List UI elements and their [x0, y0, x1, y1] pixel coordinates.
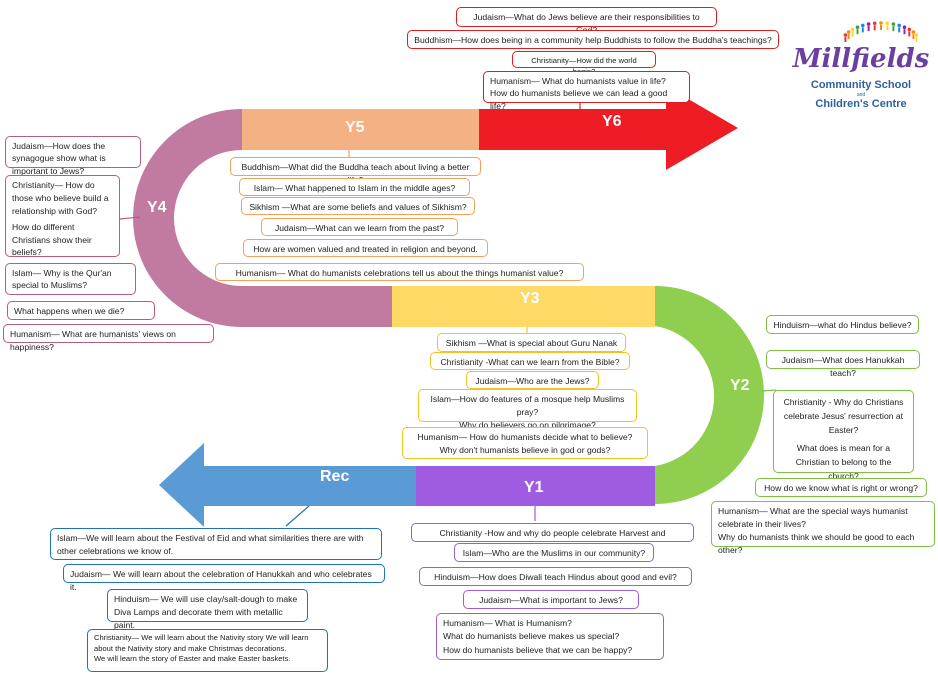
y5-sikhism-box: Sikhism —What are some beliefs and value…: [241, 197, 475, 215]
y2-label: Y2: [730, 377, 750, 394]
y1-hinduism-box: Hinduism—How does Diwali teach Hindus ab…: [419, 567, 692, 586]
y2-judaism-box: Judaism—What does Hanukkah teach?: [766, 350, 920, 378]
y2-humanism-box: Humanism— What are the special ways huma…: [711, 501, 935, 555]
y1-humanism-box: Humanism— What is Humanism?What do human…: [436, 613, 664, 660]
y3-islam-box: Islam—How do features of a mosque help M…: [418, 389, 637, 430]
y1-christianity-box: Christianity -How and why do people cele…: [411, 523, 694, 551]
logo-figure-head: [907, 27, 912, 32]
logo-figure-head: [843, 33, 848, 37]
y3-band: [392, 286, 655, 327]
y5-judaism-box: Judaism—What can we learn from the past?: [261, 218, 458, 236]
y6-judaism-box: Judaism—What do Jews believe are their r…: [456, 7, 717, 35]
y4-label: Y4: [147, 199, 167, 216]
logo-figure-head: [846, 30, 851, 34]
y6-label: Y6: [602, 113, 622, 130]
rec-label: Rec: [320, 468, 350, 485]
school-logo: Millfields Community School and Children…: [786, 18, 936, 113]
rec-judaism-box: Judaism— We will learn about the celebra…: [63, 564, 385, 592]
y2-band: [655, 286, 764, 504]
y1-band: [416, 466, 655, 506]
rec-christianity-box: Christianity— We will learn about the Na…: [87, 629, 328, 672]
y1-islam-box: Islam—Who are the Muslims in our communi…: [454, 543, 654, 562]
logo-figure-head: [866, 22, 871, 26]
y2-connector: [761, 389, 777, 392]
logo-figure-head: [891, 22, 896, 26]
y6-christianity-box: Christianity—How did the world begin?: [512, 51, 656, 76]
y2-right-wrong-box: How do we know what is right or wrong?: [755, 478, 927, 497]
y6-humanism-box: Humanism— What do humanists value in lif…: [483, 71, 690, 111]
logo-figures-icon: [843, 21, 919, 42]
y1-judaism-box: Judaism—What is important to Jews?: [463, 590, 639, 609]
y5-band: [242, 109, 480, 150]
y3-humanism-box: Humanism— How do humanists decide what t…: [402, 427, 648, 459]
y6-buddhism-box: Buddhism—How does being in a community h…: [407, 30, 779, 49]
y6-arrow: [479, 86, 738, 170]
rec-islam-box: Islam—We will learn about the Festival o…: [50, 528, 382, 560]
y4-death-box: What happens when we die?: [7, 301, 155, 320]
logo-line1: Community School: [810, 79, 912, 91]
rec-connector: [285, 505, 310, 527]
y2-hinduism-box: Hinduism—what do Hindus believe?: [766, 315, 919, 334]
logo-figure-head: [872, 21, 877, 26]
logo-figure-head: [850, 27, 855, 32]
rec-hinduism-box: Hinduism— We will use clay/salt-dough to…: [107, 589, 308, 630]
logo-wordmark: Millfields: [792, 44, 930, 74]
y4-band: [133, 109, 392, 327]
logo-figure-head: [914, 33, 919, 37]
y3-judaism-box: Judaism—Who are the Jews?: [466, 371, 599, 389]
y5-women-box: How are women valued and treated in reli…: [243, 239, 488, 257]
y4-humanism-box: Humanism— What are humanists' views on h…: [3, 324, 214, 352]
logo-figure-head: [879, 21, 883, 25]
rec-arrow: [159, 443, 416, 527]
logo-line2: and: [856, 92, 866, 98]
y5-label: Y5: [345, 119, 365, 136]
y4-islam-box: Islam— Why is the Qur'an special to Musl…: [5, 263, 136, 295]
y5-buddhism-box: Buddhism—What did the Buddha teach about…: [230, 157, 481, 185]
logo-figure-head: [902, 25, 907, 29]
logo-line3: Children's Centre: [815, 98, 907, 110]
y3-christianity-box: Christianity -What can we learn from the…: [430, 352, 630, 370]
y5-humanism-box: Humanism— What do humanists celebrations…: [215, 263, 584, 281]
logo-figure-head: [911, 30, 916, 34]
y3-label: Y3: [520, 290, 540, 307]
y4-christianity-box: Christianity— How do those who believe b…: [5, 175, 120, 257]
y4-judaism-box: Judaism—How does the synagogue show what…: [5, 136, 141, 176]
y5-islam-box: Islam— What happened to Islam in the mid…: [239, 178, 470, 196]
y2-christianity-box: Christianity - Why do Christians celebra…: [773, 390, 914, 481]
logo-figure-head: [885, 21, 890, 26]
y4-connector: [119, 216, 141, 220]
logo-figure-head: [861, 23, 865, 28]
logo-figure-head: [855, 25, 860, 29]
logo-figure-head: [897, 23, 901, 28]
y1-label: Y1: [524, 479, 544, 496]
y3-sikhism-box: Sikhism —What is special about Guru Nana…: [437, 333, 626, 361]
